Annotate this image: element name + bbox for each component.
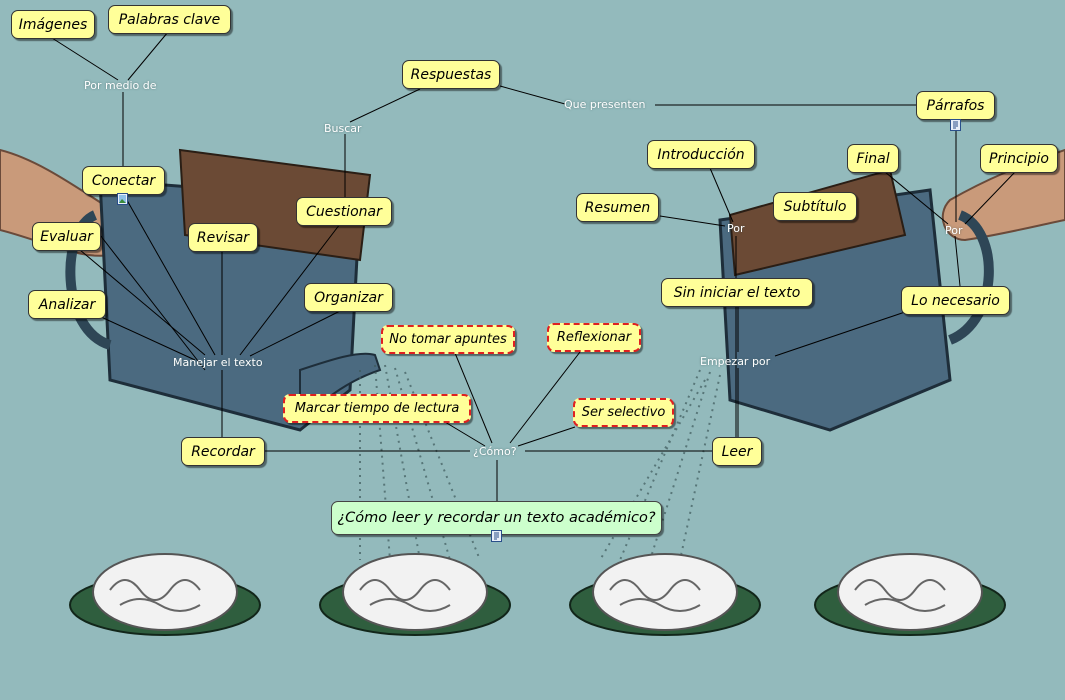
link-buscar: Buscar	[324, 122, 362, 135]
concept-respuestas[interactable]: Respuestas	[402, 60, 500, 89]
concept-sin-iniciar-el-texto[interactable]: Sin iniciar el texto	[661, 278, 813, 307]
concept-lo-necesario[interactable]: Lo necesario	[901, 286, 1010, 315]
link-por-right: Por	[945, 224, 963, 237]
concept-reflexionar[interactable]: Reflexionar	[547, 323, 641, 352]
concept-conectar[interactable]: Conectar	[82, 166, 165, 195]
concept-recordar[interactable]: Recordar	[181, 437, 265, 466]
link-que-presenten: Que presenten	[564, 98, 646, 111]
concept-cuestionar[interactable]: Cuestionar	[296, 197, 392, 226]
concept-leer[interactable]: Leer	[712, 437, 762, 466]
concept-revisar[interactable]: Revisar	[188, 223, 258, 252]
concept-ser-selectivo[interactable]: Ser selectivo	[573, 398, 674, 427]
main-concept[interactable]: ¿Cómo leer y recordar un texto académico…	[331, 501, 662, 535]
link-por-medio-de: Por medio de	[84, 79, 157, 92]
link-por-left: Por	[727, 222, 745, 235]
concept-marcar-tiempo-de-lectura[interactable]: Marcar tiempo de lectura	[283, 394, 471, 423]
concept-principio[interactable]: Principio	[980, 144, 1058, 173]
concept-final[interactable]: Final	[847, 144, 899, 173]
concept-no-tomar-apuntes[interactable]: No tomar apuntes	[381, 325, 515, 354]
concept-organizar[interactable]: Organizar	[304, 283, 393, 312]
concept-evaluar[interactable]: Evaluar	[32, 222, 101, 251]
document-icon[interactable]	[491, 530, 502, 542]
document-icon[interactable]	[950, 119, 961, 131]
image-icon[interactable]	[117, 193, 128, 205]
concept-resumen[interactable]: Resumen	[576, 193, 659, 222]
link-empezar-por: Empezar por	[700, 355, 771, 368]
concept-imagenes[interactable]: Imágenes	[11, 10, 95, 39]
concept-introduccion[interactable]: Introducción	[647, 140, 755, 169]
link-manejar-el-texto: Manejar el texto	[173, 356, 263, 369]
concept-palabras-clave[interactable]: Palabras clave	[108, 5, 231, 34]
concept-subtitulo[interactable]: Subtítulo	[773, 192, 857, 221]
concept-analizar[interactable]: Analizar	[28, 290, 106, 319]
link-como: ¿Cómo?	[473, 445, 517, 458]
concept-parrafos[interactable]: Párrafos	[916, 91, 995, 120]
